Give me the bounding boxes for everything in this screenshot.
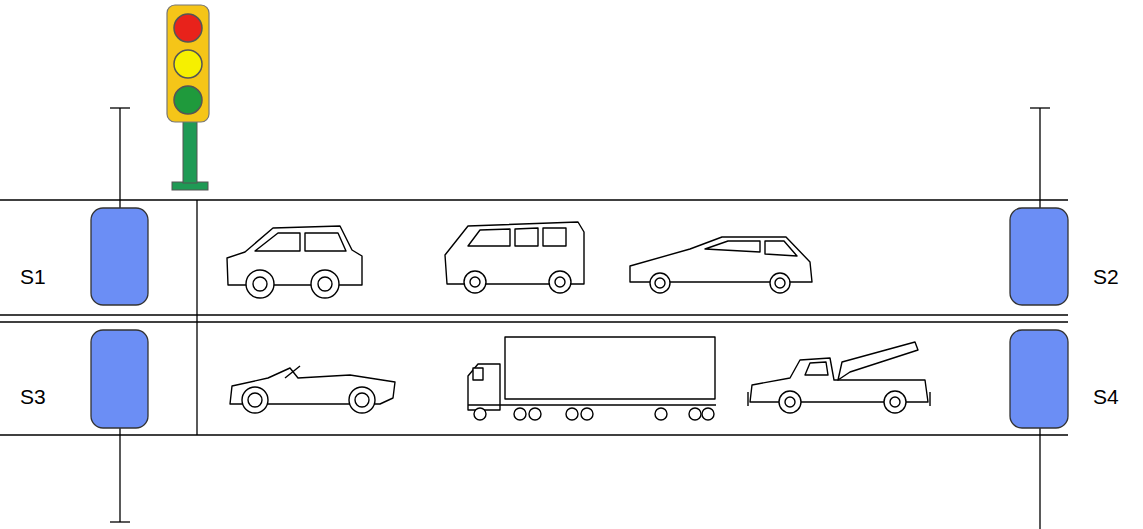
vehicle-wheel xyxy=(349,387,375,413)
truck-cab xyxy=(468,364,500,410)
vehicle-wheel xyxy=(242,387,268,413)
vehicle-window xyxy=(473,368,483,380)
sensor-label: S2 xyxy=(1093,266,1119,287)
vehicle-wheel xyxy=(650,273,670,293)
vehicle-wheel xyxy=(779,391,801,413)
vehicle-wheel xyxy=(311,270,339,298)
green-lamp xyxy=(174,86,202,114)
light-pole xyxy=(183,120,197,183)
vehicle-wheel xyxy=(464,271,486,293)
vehicle-hub xyxy=(555,277,565,287)
vehicle-hub xyxy=(785,397,795,407)
pole-tick xyxy=(110,521,130,522)
truck-chassis xyxy=(468,404,716,405)
vehicle-hub xyxy=(655,278,665,288)
pole-tick xyxy=(1030,107,1050,108)
road-lines xyxy=(0,200,1068,435)
vehicle-body xyxy=(227,226,362,285)
sensor-pole xyxy=(1039,428,1040,529)
van-outline xyxy=(445,222,584,293)
sensor-label: S4 xyxy=(1093,386,1119,407)
vehicle-wheel xyxy=(702,408,714,420)
vehicle-wheel xyxy=(884,391,906,413)
sensor-pole xyxy=(119,108,120,208)
sensor-label: S1 xyxy=(20,266,46,287)
hatchback-outline xyxy=(630,237,812,293)
sensor-label: S3 xyxy=(20,386,46,407)
bumper xyxy=(929,392,930,406)
vehicle-window xyxy=(805,362,828,375)
vehicle-hub xyxy=(470,277,480,287)
lane-border xyxy=(0,199,1068,200)
sensor-pole xyxy=(119,428,120,522)
sensor-poles xyxy=(110,108,1050,529)
sensor-symbol xyxy=(91,208,148,305)
truck-trailer xyxy=(505,337,715,399)
vehicle-wheel xyxy=(529,408,541,420)
sensor-symbol xyxy=(1010,330,1068,428)
stop-line xyxy=(196,200,197,435)
sensor-pole xyxy=(1039,108,1040,208)
vehicle-wheel xyxy=(581,408,593,420)
vehicle-hub xyxy=(890,397,900,407)
convertible-outline xyxy=(230,366,395,413)
vehicle-wheel xyxy=(246,270,274,298)
vehicle-wheel xyxy=(549,271,571,293)
vehicles xyxy=(227,222,930,420)
pole-tick xyxy=(110,107,130,108)
traffic-light xyxy=(167,5,209,190)
vehicle-window xyxy=(705,241,797,256)
vehicle-wheel xyxy=(655,408,667,420)
truck-outline xyxy=(468,337,716,420)
sensors xyxy=(91,208,1068,428)
vehicle-hub xyxy=(775,278,785,288)
vehicle-window xyxy=(468,228,566,246)
lane-divider xyxy=(0,321,1068,322)
vehicle-wheel xyxy=(514,408,526,420)
lane-border xyxy=(0,434,1068,435)
vehicle-hub xyxy=(355,393,369,407)
bumper xyxy=(747,392,748,406)
vehicle-wheel xyxy=(566,408,578,420)
suv-outline xyxy=(227,226,362,298)
tow-truck-outline xyxy=(748,342,930,413)
yellow-lamp xyxy=(174,50,202,78)
vehicle-wheel xyxy=(474,408,486,420)
vehicle-hub xyxy=(248,393,262,407)
vehicle-window xyxy=(255,233,346,251)
vehicle-wheel xyxy=(770,273,790,293)
sensor-symbol xyxy=(1010,208,1068,305)
lane-divider xyxy=(0,314,1068,315)
windshield xyxy=(285,366,300,378)
vehicle-hub xyxy=(318,277,332,291)
sensor-symbol xyxy=(91,330,148,428)
tow-boom xyxy=(838,342,918,380)
red-lamp xyxy=(174,14,202,42)
vehicle-hub xyxy=(253,277,267,291)
vehicle-wheel xyxy=(689,408,701,420)
light-housing xyxy=(167,5,209,122)
